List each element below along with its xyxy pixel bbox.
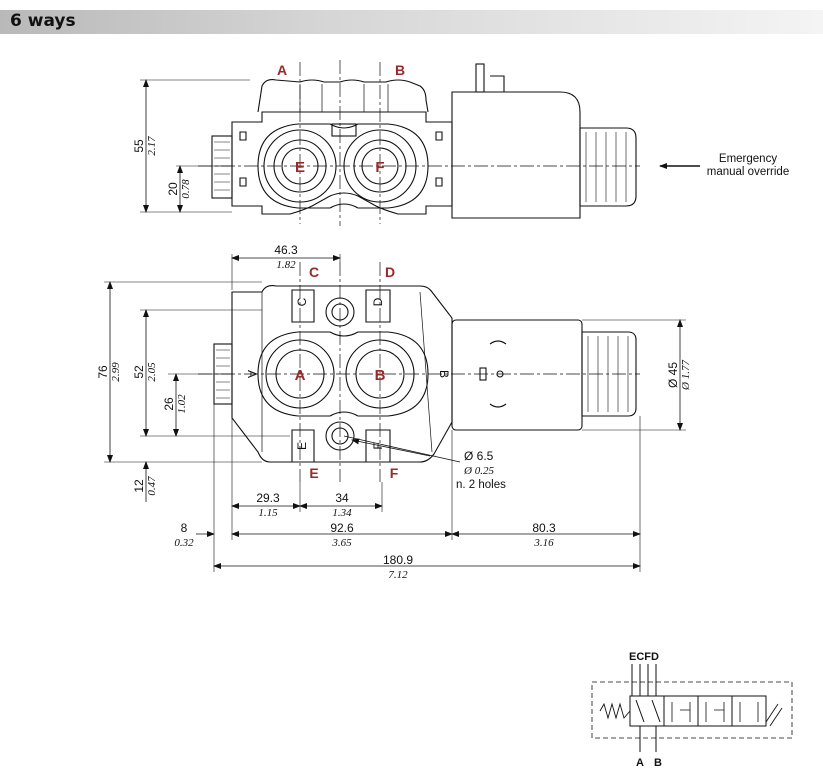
dim-20-in: 0.78	[180, 179, 192, 199]
dim-46-3: 46.3	[274, 243, 298, 257]
dim-coil-dia: Ø 45	[666, 362, 680, 388]
top-port-f: F	[390, 465, 399, 481]
dim-180-9-in: 7.12	[388, 569, 408, 581]
dim-55: 55	[132, 139, 146, 153]
side-port-e: E	[295, 159, 305, 176]
side-port-b: B	[395, 62, 405, 78]
callout-line2: manual override	[707, 166, 789, 178]
dim-76-in: 2.99	[110, 362, 122, 382]
side-port-a: A	[277, 62, 287, 78]
dim-34: 34	[335, 491, 349, 505]
dim-52-in: 2.05	[146, 362, 158, 382]
dim-12-in: 0.47	[146, 476, 158, 496]
section-title: 6 ways	[10, 11, 76, 31]
body-label-c: C	[295, 297, 309, 306]
dim-26: 26	[162, 397, 176, 411]
dim-76: 76	[96, 365, 110, 379]
dim-8: 8	[181, 521, 188, 535]
hydraulic-symbol	[591, 664, 793, 752]
dim-coil-dia-in: Ø 1.77	[680, 360, 692, 391]
inner-port-a: A	[295, 367, 306, 384]
top-view	[104, 254, 686, 572]
callout-line1: Emergency	[719, 153, 777, 165]
holes-dia: Ø 6.5	[464, 449, 494, 463]
body-label-d: D	[371, 297, 385, 306]
dim-92-6-in: 3.65	[331, 537, 352, 549]
top-port-e: E	[309, 465, 318, 481]
dim-12: 12	[132, 479, 146, 493]
body-label-e: E	[295, 442, 309, 450]
dim-8-in: 0.32	[174, 537, 194, 549]
dim-52: 52	[132, 365, 146, 379]
dim-20: 20	[166, 182, 180, 196]
symbol-label-b: B	[654, 757, 662, 769]
side-label-b: B	[437, 370, 451, 378]
dim-80-3-in: 3.16	[533, 537, 554, 549]
dim-34-in: 1.34	[332, 507, 352, 519]
dim-92-6: 92.6	[330, 521, 354, 535]
inner-port-b: B	[375, 367, 386, 384]
dim-26-in: 1.02	[176, 394, 188, 414]
side-port-f: F	[375, 159, 384, 176]
dim-180-9: 180.9	[383, 553, 413, 567]
side-label-a: A	[245, 370, 259, 378]
dim-80-3: 80.3	[532, 521, 556, 535]
symbol-label-a: A	[636, 757, 644, 769]
dim-29-3: 29.3	[256, 491, 280, 505]
dim-55-in: 2.17	[146, 136, 158, 156]
dim-29-3-in: 1.15	[258, 507, 278, 519]
top-port-d: D	[385, 264, 395, 280]
body-label-f: F	[371, 442, 385, 449]
top-port-c: C	[309, 264, 319, 280]
holes-dia-in: Ø 0.25	[463, 465, 494, 477]
holes-count: n. 2 holes	[456, 479, 506, 491]
section-header: 6 ways	[0, 10, 823, 34]
dim-46-3-in: 1.82	[276, 259, 296, 271]
symbol-top-labels: ECFD	[629, 651, 659, 663]
side-view	[140, 60, 700, 226]
